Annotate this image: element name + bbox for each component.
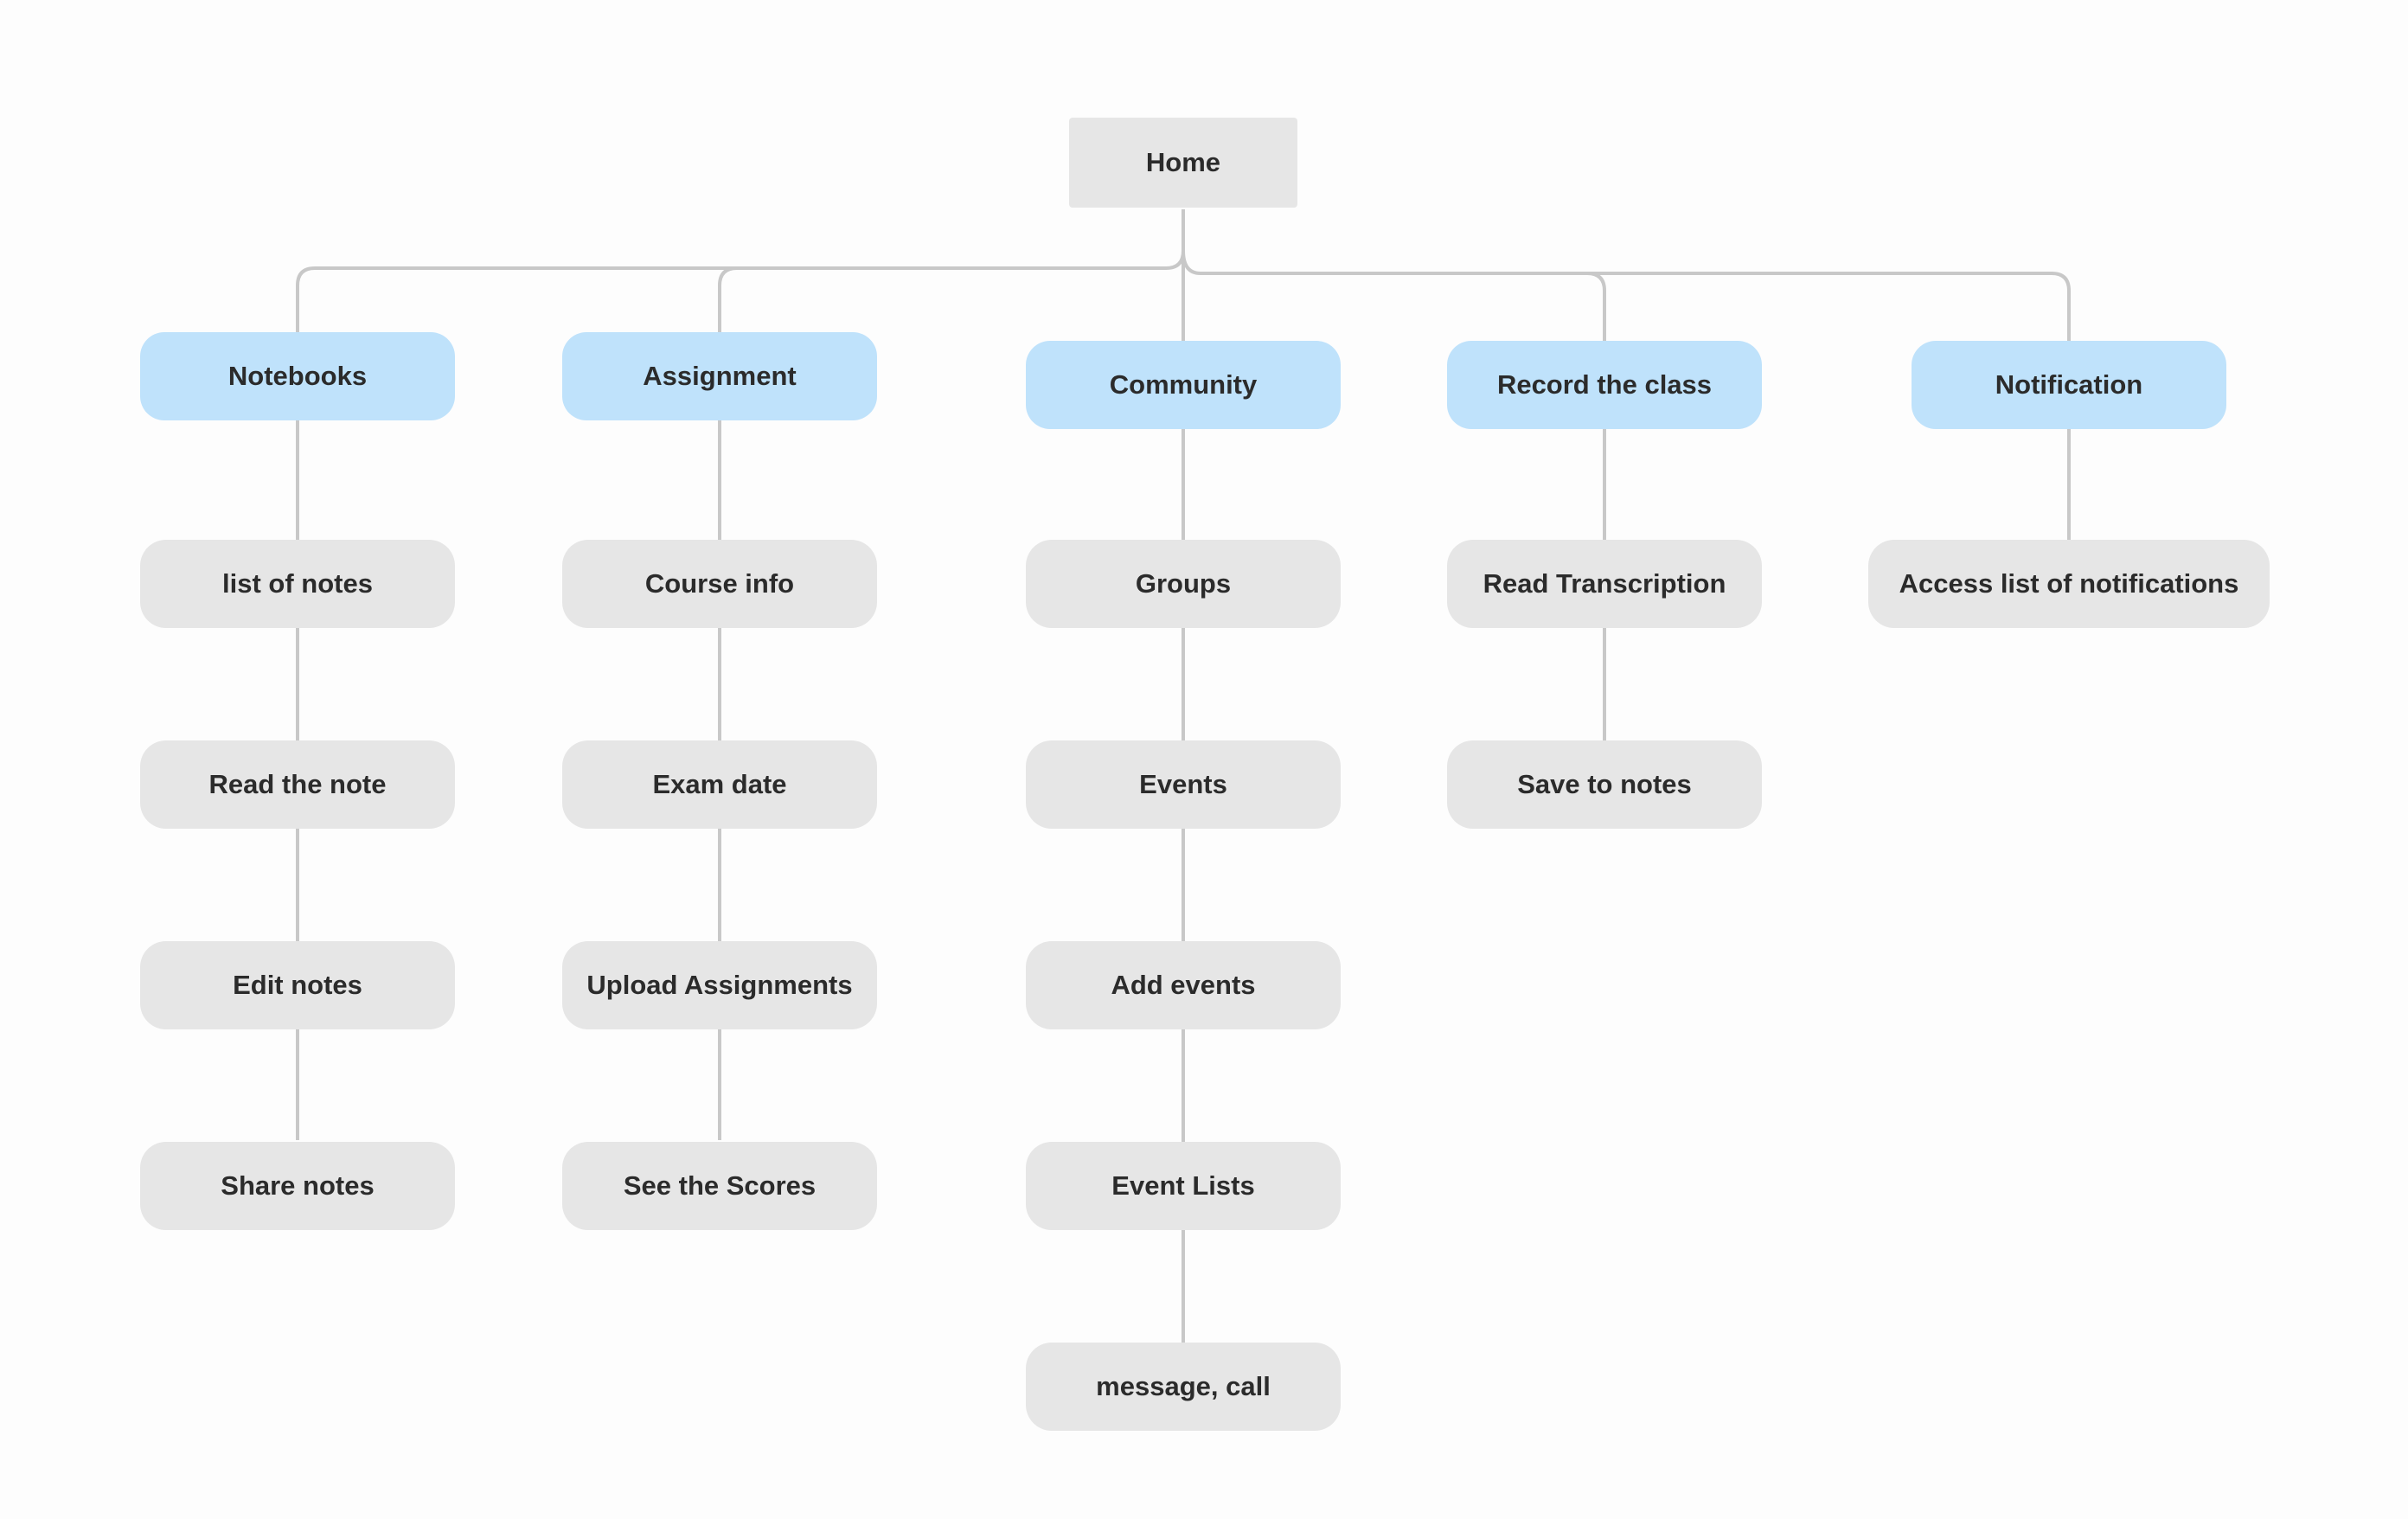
node-home: Home	[1069, 118, 1297, 208]
node-read-the-note: Read the note	[140, 740, 455, 829]
node-section-community: Community	[1026, 341, 1341, 429]
node-read-transcription: Read Transcription	[1447, 540, 1762, 628]
connector-home-record	[1586, 272, 1606, 341]
node-section-assignment: Assignment	[562, 332, 877, 420]
node-course-info: Course info	[562, 540, 877, 628]
node-see-the-scores: See the Scores	[562, 1142, 877, 1230]
node-message-call: message, call	[1026, 1343, 1341, 1431]
node-section-notebooks: Notebooks	[140, 332, 455, 420]
node-access-list-of-notifications: Access list of notifications	[1868, 540, 2270, 628]
node-save-to-notes: Save to notes	[1447, 740, 1762, 829]
node-events: Events	[1026, 740, 1341, 829]
node-section-notification: Notification	[1912, 341, 2226, 429]
node-exam-date: Exam date	[562, 740, 877, 829]
connector-home-notification	[1182, 250, 2071, 341]
node-event-lists: Event Lists	[1026, 1142, 1341, 1230]
node-share-notes: Share notes	[140, 1142, 455, 1230]
connector-home-assignment	[718, 266, 738, 332]
node-groups: Groups	[1026, 540, 1341, 628]
node-section-record-the-class: Record the class	[1447, 341, 1762, 429]
node-list-of-notes: list of notes	[140, 540, 455, 628]
node-edit-notes: Edit notes	[140, 941, 455, 1029]
node-upload-assignments: Upload Assignments	[562, 941, 877, 1029]
node-add-events: Add events	[1026, 941, 1341, 1029]
connector-home-notebooks	[296, 250, 1185, 332]
